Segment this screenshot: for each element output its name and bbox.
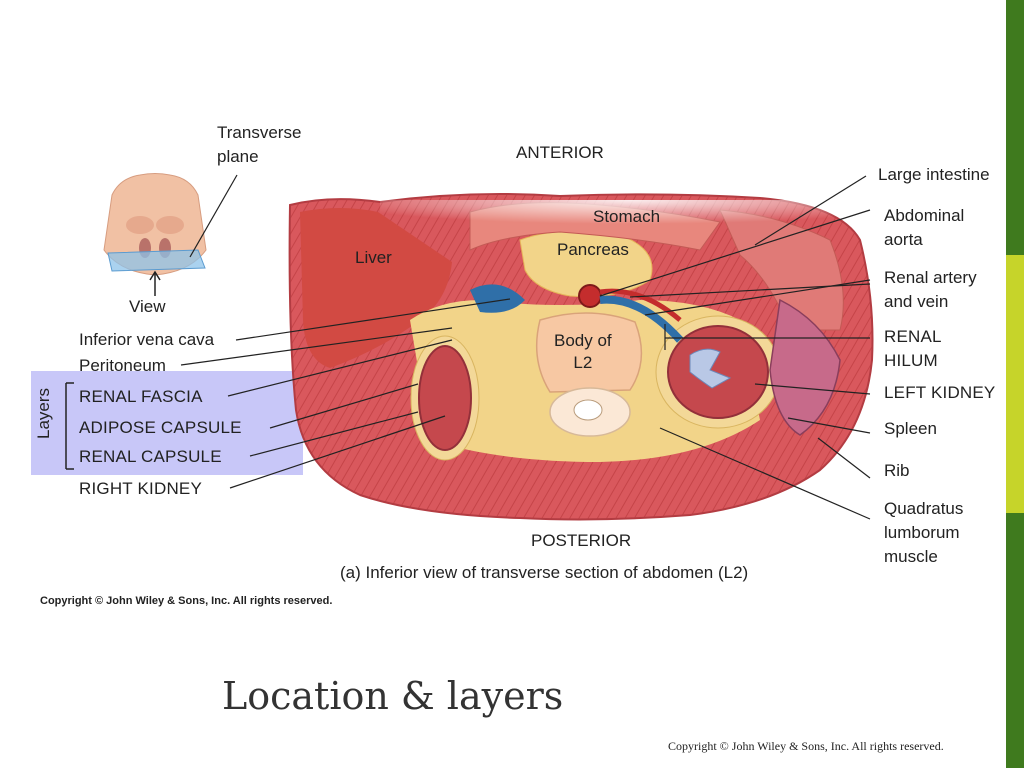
label-stomach: Stomach [593,207,661,226]
leader-lines [180,174,871,520]
label-renal-artery-vein: Renal artery and vein [884,268,977,311]
label-rib: Rib [884,461,910,480]
label-abdominal-aorta: Abdominal aorta [884,206,965,249]
label-renal-capsule: RENAL CAPSULE [79,447,222,466]
copyright-small: Copyright © John Wiley & Sons, Inc. All … [40,595,333,607]
copyright-footer: Copyright © John Wiley & Sons, Inc. All … [668,739,944,753]
label-body-of-l2: Body of L2 [554,331,612,372]
label-right-kidney: RIGHT KIDNEY [79,479,202,498]
label-peritoneum: Peritoneum [79,356,166,375]
label-anterior: ANTERIOR [516,143,604,162]
slide-title: Location & layers [222,674,564,718]
label-adipose-capsule: ADIPOSE CAPSULE [79,418,242,437]
label-transverse-plane: Transverse plane [217,123,302,166]
label-liver: Liver [355,248,392,267]
layers-bracket [65,382,74,470]
cross-section [288,193,880,521]
label-posterior: POSTERIOR [531,531,632,550]
label-inferior-vena-cava: Inferior vena cava [79,330,215,349]
label-left-kidney: LEFT KIDNEY [884,383,996,402]
label-view: View [129,297,166,316]
figure-caption: (a) Inferior view of transverse section … [340,563,749,582]
torso-thumbnail [103,173,207,296]
label-renal-hilum: RENAL HILUM [884,327,942,370]
label-spleen: Spleen [884,419,937,438]
label-quadratus-lumborum: Quadratus lumborum muscle [884,499,964,566]
label-renal-fascia: RENAL FASCIA [79,387,203,406]
label-pancreas: Pancreas [557,240,629,259]
decorative-sidebar [1006,0,1024,768]
label-large-intestine: Large intestine [878,165,990,184]
label-layers: Layers [34,387,53,439]
